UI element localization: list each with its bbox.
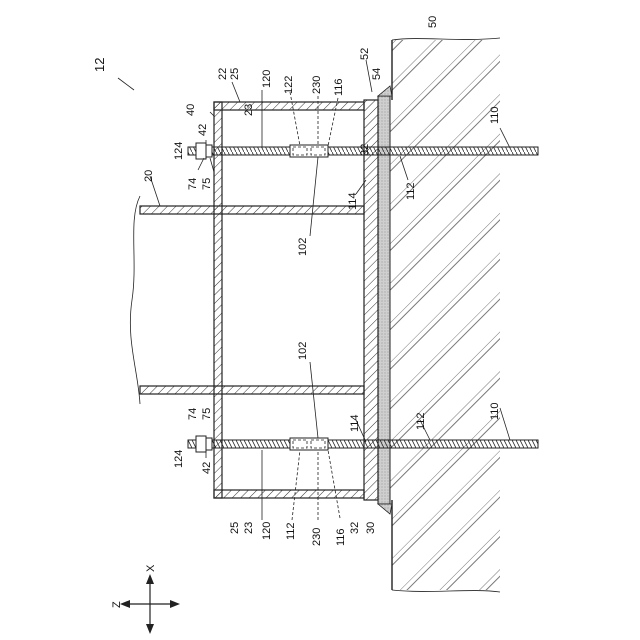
- label-75-bot: 75: [201, 408, 213, 420]
- label-102-bot: 102: [297, 342, 309, 360]
- label-112-bot-left: 112: [285, 522, 297, 540]
- label-column: 20: [143, 170, 155, 182]
- label-110-bot: 110: [489, 402, 501, 420]
- label-30: 30: [365, 522, 377, 534]
- label-102-top: 102: [297, 238, 309, 256]
- label-52: 52: [359, 48, 371, 60]
- label-25-top: 25: [229, 68, 241, 80]
- label-42-bot: 42: [201, 462, 213, 474]
- label-124-top: 124: [173, 142, 185, 160]
- label-74-top: 74: [187, 178, 199, 190]
- label-32-top: 32: [359, 144, 371, 156]
- axis-indicator: [120, 574, 180, 634]
- label-25-bot: 25: [229, 522, 241, 534]
- label-116-bot: 116: [335, 528, 347, 546]
- label-54: 54: [371, 68, 383, 80]
- label-axis-z: Z: [111, 601, 123, 608]
- label-230-bot: 230: [311, 528, 323, 546]
- label-114-top: 114: [347, 192, 359, 210]
- label-50: 50: [427, 16, 439, 28]
- foundation: [380, 38, 500, 592]
- label-74-bot: 74: [187, 408, 199, 420]
- column: [130, 196, 364, 404]
- label-23-bot: 23: [243, 522, 255, 534]
- label-42-top: 42: [197, 124, 209, 136]
- label-120-bot: 120: [261, 522, 273, 540]
- label-22: 22: [217, 68, 229, 80]
- label-112-top: 112: [405, 182, 417, 200]
- label-110-top: 110: [489, 106, 501, 124]
- label-assembly: 12: [92, 58, 107, 72]
- label-114-bot: 114: [349, 414, 361, 432]
- label-230-top: 230: [311, 76, 323, 94]
- label-32-bot: 32: [349, 522, 361, 534]
- label-23-top: 23: [243, 104, 255, 116]
- label-116-top: 116: [333, 78, 345, 96]
- label-75-top: 75: [201, 178, 213, 190]
- label-122: 122: [283, 76, 295, 94]
- label-124-bot: 124: [173, 450, 185, 468]
- label-120-top: 120: [261, 70, 273, 88]
- label-40: 40: [185, 104, 197, 116]
- label-axis-x: X: [145, 564, 157, 572]
- label-112-bot: 112: [415, 412, 427, 430]
- box-frame: [214, 102, 364, 498]
